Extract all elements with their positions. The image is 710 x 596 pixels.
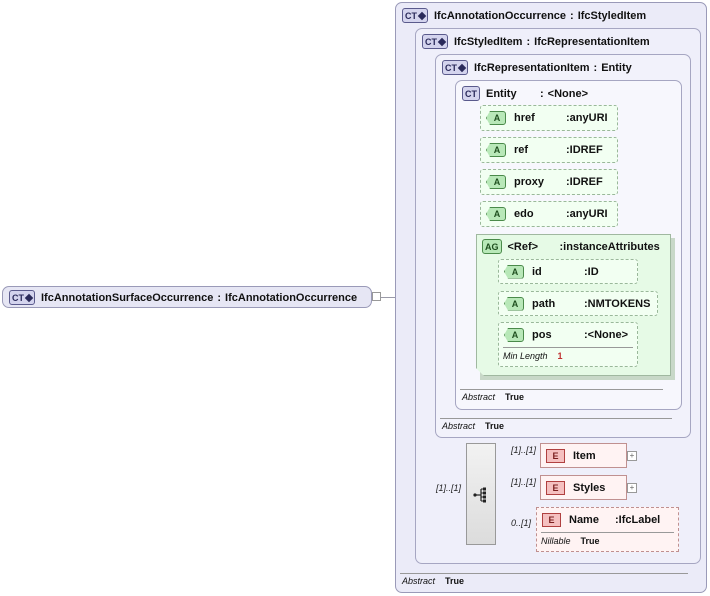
root-name: IfcAnnotationSurfaceOccurrence	[41, 291, 214, 304]
root-collapse-icon[interactable]	[372, 292, 381, 301]
element-multiplicity: [1]..[1]	[511, 445, 537, 455]
sequence-compositor[interactable]	[466, 443, 496, 545]
attribute-icon: A	[486, 143, 506, 157]
element-styles[interactable]: E Styles	[540, 475, 627, 500]
attribute-group-type: instanceAttributes	[563, 240, 660, 253]
element-name: Item	[573, 449, 596, 462]
ct-icon: CT	[402, 8, 428, 23]
attribute-name: id	[532, 265, 542, 278]
attribute-edo[interactable]: A edo : anyURI	[480, 201, 618, 227]
element-type: IfcLabel	[618, 514, 661, 526]
attribute-proxy[interactable]: A proxy : IDREF	[480, 169, 618, 195]
attribute-group-icon: AG	[482, 239, 502, 254]
attribute-type: ID	[587, 265, 599, 278]
element-icon: E	[542, 513, 561, 527]
element-item[interactable]: E Item	[540, 443, 627, 468]
element-multiplicity: 0..[1]	[511, 518, 532, 528]
element-multiplicity: [1]..[1]	[511, 477, 537, 487]
element-icon: E	[546, 480, 565, 495]
ct-icon: CT	[422, 34, 448, 49]
attribute-icon: A	[504, 264, 524, 279]
attribute-icon: A	[486, 207, 506, 221]
divider	[400, 573, 688, 574]
attribute-ref[interactable]: A ref : IDREF	[480, 137, 618, 163]
attribute-name: path	[532, 297, 556, 310]
attribute-name: href	[514, 112, 535, 124]
ct-icon: CT	[442, 60, 468, 75]
attribute-icon: A	[504, 296, 524, 311]
element-name: Name	[569, 514, 599, 526]
root-base: IfcAnnotationOccurrence	[225, 291, 358, 304]
attribute-name: ref	[514, 144, 529, 156]
sequence-icon	[473, 487, 486, 503]
sequence-multiplicity: [1]..[1]	[436, 483, 462, 493]
ct-icon: CT	[462, 86, 480, 101]
expand-icon[interactable]: +	[627, 451, 637, 461]
expand-icon[interactable]: +	[627, 483, 637, 493]
attribute-type: anyURI	[569, 208, 608, 220]
attribute-id[interactable]: A id : ID	[498, 259, 638, 284]
divider	[503, 347, 633, 348]
attribute-type: anyURI	[569, 112, 608, 124]
divider	[460, 389, 663, 390]
attribute-type: NMTOKENS	[587, 297, 651, 310]
divider	[440, 418, 672, 419]
root-complex-type[interactable]: CT IfcAnnotationSurfaceOccurrence : IfcA…	[2, 286, 372, 308]
attribute-type: <None>	[587, 329, 629, 341]
attribute-icon: A	[486, 175, 506, 189]
attribute-name: edo	[514, 208, 534, 220]
attribute-group-name: <Ref>	[507, 240, 539, 253]
attribute-icon: A	[486, 111, 506, 125]
ct-icon: CT	[9, 290, 35, 305]
divider	[541, 532, 674, 533]
element-name: Styles	[573, 481, 606, 494]
element-icon: E	[546, 448, 565, 463]
attribute-path[interactable]: A path : NMTOKENS	[498, 291, 658, 316]
attribute-type: IDREF	[569, 144, 603, 156]
attribute-name: pos	[532, 329, 552, 341]
attribute-name: proxy	[514, 176, 544, 188]
attribute-icon: A	[504, 328, 524, 342]
attribute-type: IDREF	[569, 176, 603, 188]
attribute-href[interactable]: A href : anyURI	[480, 105, 618, 131]
